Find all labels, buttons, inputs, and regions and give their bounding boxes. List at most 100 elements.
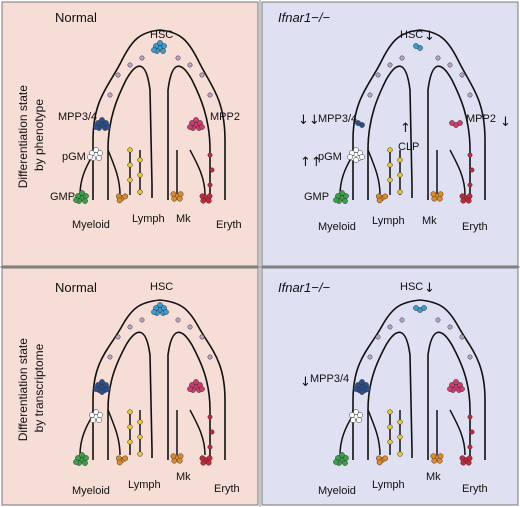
tree-inner xyxy=(367,65,413,200)
label-lymph: Lymph xyxy=(128,479,161,491)
myeloid-cell xyxy=(339,190,345,196)
stem-cell xyxy=(187,324,193,330)
eryth-cell xyxy=(207,414,213,420)
mpp34-cell xyxy=(99,389,105,395)
mpp34-cell xyxy=(365,386,371,392)
label-myeloid: Myeloid xyxy=(318,221,356,233)
stem-cell xyxy=(199,72,205,78)
label-myeloid: Myeloid xyxy=(72,219,110,231)
hsc-cell xyxy=(157,302,163,308)
arrow-clp: ↑ xyxy=(400,121,411,136)
tree-inner-right xyxy=(427,65,471,200)
lymph-cell xyxy=(387,439,393,445)
myeloid-cell xyxy=(82,198,88,204)
row-label-phenotype: Differentiation state by phenotype xyxy=(16,82,46,189)
lymph-cell xyxy=(137,419,143,425)
lymph-cell xyxy=(387,424,393,430)
eryth-cell xyxy=(205,197,212,204)
lymph-cell xyxy=(397,451,403,457)
myeloid-cell xyxy=(79,452,85,458)
panel-title: Normal xyxy=(55,10,97,25)
eryth-cell xyxy=(205,459,212,466)
stem-cell xyxy=(375,334,381,340)
lymph-cell xyxy=(127,439,133,445)
lymph-cell xyxy=(397,172,403,178)
lymph-cell xyxy=(387,162,393,168)
stem-cell xyxy=(459,72,465,78)
hsc-cell xyxy=(163,309,169,315)
mpp2-cell xyxy=(187,386,193,392)
label-mpp34: MPP3/4 xyxy=(58,111,97,123)
eryth-cell xyxy=(207,152,213,158)
gm-cell xyxy=(116,459,123,466)
label-mk: Mk xyxy=(176,213,191,225)
lymph-cell xyxy=(387,177,393,183)
stem-cell xyxy=(175,55,181,61)
stem-cell xyxy=(367,92,373,98)
label-hsc: HSC xyxy=(150,29,173,41)
mpp34-cell xyxy=(105,386,111,392)
stem-cell xyxy=(127,62,133,68)
pgm-cell xyxy=(353,157,359,163)
label-myeloid: Myeloid xyxy=(318,485,356,497)
label-mpp2: MPP2 xyxy=(210,111,240,123)
eryth-cell xyxy=(209,167,215,173)
label-mpp34: MPP3/4 xyxy=(310,373,349,385)
lymph-cell xyxy=(127,147,133,153)
mk-cell xyxy=(176,195,183,202)
stem-cell xyxy=(447,62,453,68)
hsc-cell xyxy=(151,309,157,315)
mpp34-cell xyxy=(355,120,361,126)
lymph-cell xyxy=(387,409,393,415)
stem-cell xyxy=(127,324,133,330)
eryth-cell xyxy=(460,197,467,204)
lymph-cell xyxy=(397,157,403,163)
label-lymph: Lymph xyxy=(372,479,405,491)
stem-cell xyxy=(387,324,393,330)
pgm-cell xyxy=(353,409,359,415)
mpp2-cell xyxy=(193,379,199,385)
stem-cell xyxy=(175,317,181,323)
hsc-cell xyxy=(157,40,163,46)
stem-cell xyxy=(107,92,113,98)
gm-cell xyxy=(122,193,129,200)
hsc-cell xyxy=(413,305,419,311)
stem-cell xyxy=(467,92,473,98)
gm-cell xyxy=(382,455,389,462)
stem-cell xyxy=(399,317,405,323)
eryth-cell xyxy=(209,429,215,435)
stem-cell xyxy=(447,324,453,330)
label-hsc: HSC xyxy=(400,29,423,41)
tree-inner xyxy=(107,65,153,200)
myeloid-cell xyxy=(79,190,85,196)
panel-bg-normal-transcriptome xyxy=(1,267,259,506)
arrow-pgm: ↑↑ xyxy=(300,155,322,170)
hsc-cell xyxy=(151,47,157,53)
stem-cell xyxy=(139,55,145,61)
eryth-cell xyxy=(469,429,475,435)
label-clp: CLP xyxy=(398,141,419,153)
tree-inner-right xyxy=(167,65,211,200)
mk-cell xyxy=(431,195,438,202)
pgm-cell xyxy=(96,417,102,423)
gm-cell xyxy=(376,459,383,466)
hsc-cell xyxy=(413,43,419,49)
stem-cell xyxy=(467,354,473,360)
pgm-cell xyxy=(359,154,365,160)
lymph-cell xyxy=(127,177,133,183)
tree-inner-right xyxy=(167,331,211,460)
label-eryth: Eryth xyxy=(462,221,488,233)
lymph-cell xyxy=(127,409,133,415)
row-label-transcriptome-line2: by transcriptome xyxy=(32,343,46,432)
mpp2-cell xyxy=(449,120,455,126)
myeloid-cell xyxy=(342,198,348,204)
label-mpp34: MPP3/4 xyxy=(318,113,357,125)
row-label-transcriptome-line1: Differentiation state xyxy=(16,338,30,441)
stem-cell xyxy=(115,72,121,78)
mpp2-cell xyxy=(193,117,199,123)
stem-cell xyxy=(199,334,205,340)
lymph-cell xyxy=(397,419,403,425)
panel-title: Ifnar1−/− xyxy=(278,10,330,25)
pgm-cell xyxy=(353,147,359,153)
